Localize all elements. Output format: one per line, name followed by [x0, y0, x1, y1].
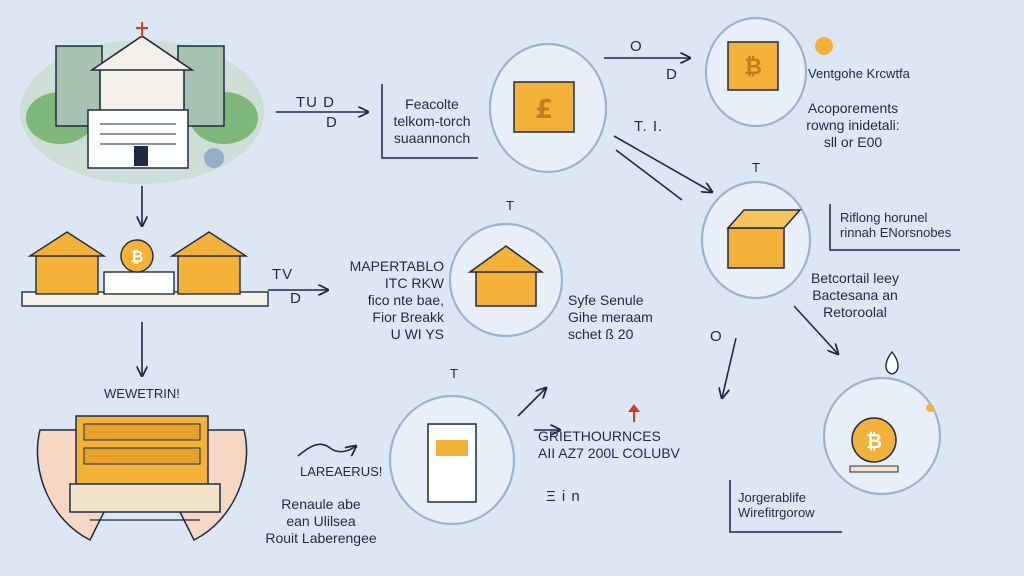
text-acoporements-line-1: Acoporements — [807, 100, 899, 116]
arrow-bag-to-box — [613, 135, 712, 192]
text-riflong: Riflong horunel rinnah ENorsnobes — [840, 210, 951, 240]
text-feacolte-line-1: Feacolte — [405, 96, 459, 112]
frame-jorgerablife — [729, 480, 842, 533]
svg-text:£: £ — [535, 95, 553, 125]
label-d-top: D — [666, 66, 678, 83]
label-t-3: T — [450, 366, 458, 381]
text-grieth-line-1: GRIETHOURNCES — [538, 428, 661, 444]
frame-feacolte — [381, 84, 478, 159]
text-grieth-line-2: AII AZ7 200L COLUBV — [538, 445, 680, 461]
bitcoin-houses-icon: ₿ — [21, 231, 269, 307]
label-tv-sub: D — [290, 290, 302, 307]
bank-building-icon — [20, 22, 264, 184]
label-tv: TV — [272, 266, 294, 283]
text-renable: Renaule abe ean Ulilsea Rouit Laberengee — [256, 496, 386, 547]
label-t-i: T. I. — [634, 118, 664, 135]
label-tud: TU D — [296, 94, 335, 111]
text-mapertablo-line-2: ITC RKW — [384, 275, 444, 291]
svg-text:₿: ₿ — [744, 55, 762, 80]
euro-bag-icon: £ — [513, 81, 575, 133]
text-riflong-line-2: rinnah ENorsnobes — [840, 225, 952, 240]
text-betcortail-line-1: Betcortail leey — [811, 270, 899, 286]
up-arrow-icon — [628, 404, 640, 422]
label-o-top: O — [630, 38, 643, 55]
text-acoporements: Acoporements rowng inidetali: sll or E00 — [790, 100, 916, 151]
text-feacolte: Feacolte telkom-torch suaannonch — [384, 96, 480, 147]
arrow-phone-up — [517, 388, 546, 417]
text-mapertablo-line-4: Fior Breakk — [372, 309, 444, 325]
label-ei: Ξ i n — [546, 488, 581, 505]
text-syfe-line-3: schet ß 20 — [568, 326, 634, 342]
label-t-1: T — [506, 198, 514, 213]
text-renable-line-1: Renaule abe — [281, 496, 361, 512]
text-jorgerablife-line-1: Jorgerablife — [738, 490, 806, 505]
package-box-icon — [726, 209, 802, 269]
label-tud-sub: D — [326, 114, 338, 131]
text-ventgohe-line-1: Ventgohe Krcwtfa — [808, 66, 910, 81]
text-frames — [381, 84, 960, 533]
arrows — [142, 58, 838, 457]
text-ventgohe: Ventgohe Krcwtfa — [808, 66, 910, 81]
label-t-2: T — [752, 160, 760, 175]
house-icon — [467, 245, 545, 307]
text-renable-line-3: Rouit Laberengee — [265, 530, 377, 546]
text-syfe-line-2: Gihe meraam — [568, 309, 653, 325]
svg-text:₿: ₿ — [866, 429, 882, 453]
text-betcortail: Betcortail leey Bactesana an Retoroolal — [800, 270, 910, 321]
text-betcortail-line-3: Retoroolal — [823, 304, 887, 320]
text-mapertablo-line-1: MAPERTABLO — [349, 258, 444, 274]
text-syfe-line-1: Syfe Senule — [568, 292, 644, 308]
text-feacolte-line-2: telkom-torch — [393, 113, 471, 129]
bitcoin-frame-icon: ₿ — [727, 37, 833, 91]
arrow-box-to-coin — [793, 305, 838, 354]
frame-riflong — [829, 204, 960, 251]
arrow-bag-to-syfe — [615, 149, 683, 201]
text-acoporements-line-2: rowng inidetali: — [806, 117, 900, 133]
label-laptop-caption: LAREAERUS! — [300, 464, 383, 479]
svg-text:₿: ₿ — [130, 247, 143, 266]
phone-document-icon — [427, 423, 477, 503]
text-mapertablo-line-5: U WI YS — [390, 326, 444, 342]
text-jorgerablife-line-2: Wirefitrgorow — [738, 505, 815, 520]
text-jorgerablife: Jorgerablife Wirefitrgorow — [738, 490, 815, 520]
text-mapertablo-line-3: fico nte bae, — [367, 292, 444, 308]
bitcoin-coin-icon: ₿ — [849, 404, 934, 473]
text-betcortail-line-2: Bactesana an — [812, 287, 898, 303]
text-mapertablo: MAPERTABLO ITC RKW fico nte bae, Fior Br… — [332, 258, 444, 343]
arrow-caption-squiggle — [297, 443, 356, 457]
label-o-right: O — [710, 328, 723, 345]
text-riflong-line-1: Riflong horunel — [840, 210, 928, 225]
text-renable-line-2: ean Ulilsea — [286, 513, 356, 529]
drop-icon — [885, 350, 899, 375]
text-feacolte-line-3: suaannonch — [393, 130, 471, 146]
text-acoporements-line-3: sll or E00 — [823, 134, 883, 150]
arrow-o-down — [722, 337, 737, 398]
text-grieth: GRIETHOURNCES AII AZ7 200L COLUBV — [538, 428, 680, 462]
text-syfe: Syfe Senule Gihe meraam schet ß 20 — [568, 292, 653, 343]
label-left-middle: WEWETRIN! — [104, 386, 180, 401]
hands-laptop-icon — [36, 415, 248, 542]
